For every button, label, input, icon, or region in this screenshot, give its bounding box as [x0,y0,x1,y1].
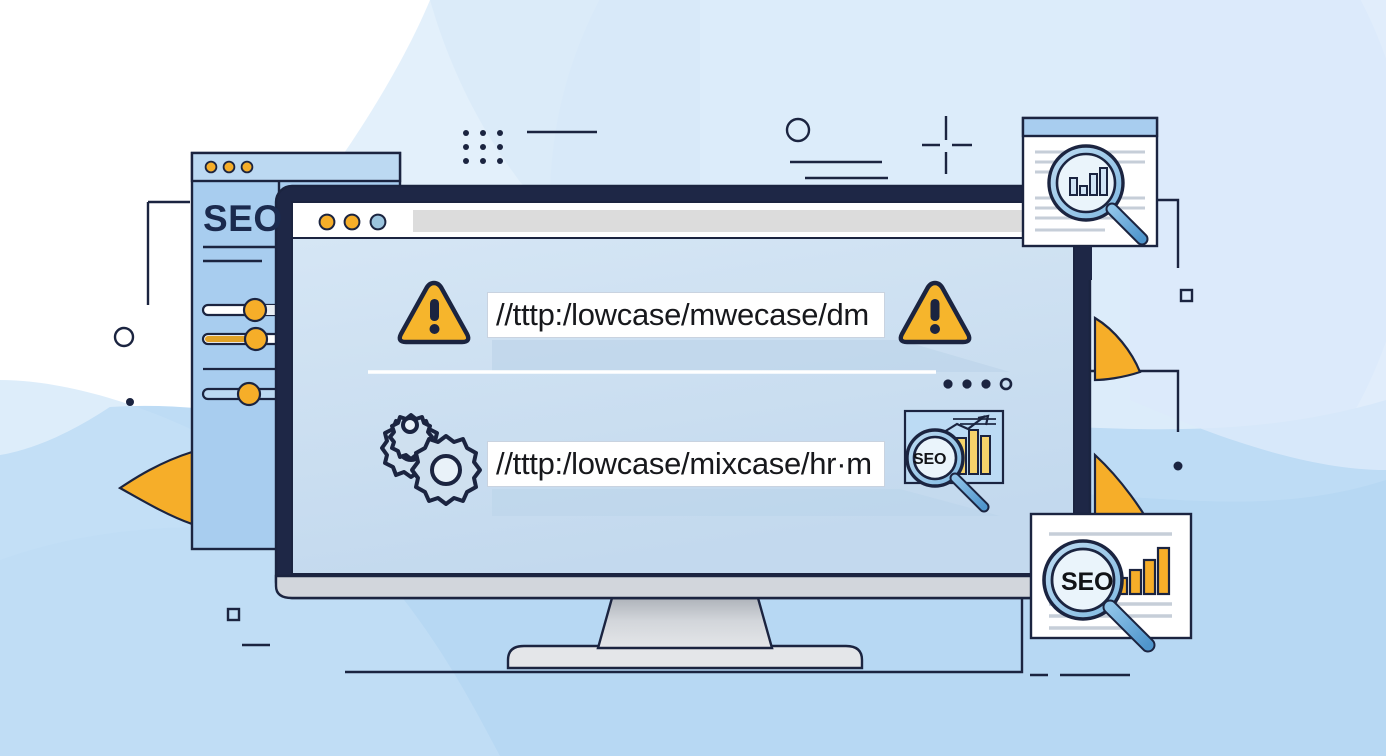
window-dot-1[interactable] [204,160,218,174]
bottom-connector [345,580,1024,674]
orange-petal-left [117,450,194,526]
warning-triangle-icon-right[interactable] [898,280,972,345]
seo-magnifier-chart-icon[interactable] [903,409,1005,513]
monitor-screen [291,201,1075,575]
address-bar[interactable] [413,210,1059,232]
page-dot-4 [999,377,1013,391]
elbow-connector-left [146,200,190,305]
shadow-row-1 [492,340,1010,372]
pagination-dots[interactable] [943,377,1013,391]
seo-card-bottom-right[interactable] [1029,512,1193,653]
monitor [274,184,1092,670]
traffic-dot-yellow-2[interactable] [343,213,361,231]
seo-bar-4 [1156,546,1171,596]
shadow-row-2 [492,489,1000,516]
monitor-base [506,644,864,670]
url-input-1[interactable]: //tttp:/lowcase/mwecase/dm [487,292,885,338]
orange-petal-right-top [1093,316,1142,382]
seo-bar-3 [1142,558,1157,596]
two-rules-decoration [790,160,888,180]
monitor-bottom-lip [274,574,1092,600]
dot-grid-decoration [463,130,503,164]
circle-outline-decoration [785,117,811,143]
seo-badge-label-monitor: SEO [913,451,947,468]
circle-outline-decoration-left [113,326,135,348]
traffic-dot-blue[interactable] [369,213,387,231]
card-stem [1080,246,1092,280]
small-square-outline-right [1179,288,1194,303]
warning-triangle-icon-left[interactable] [397,280,471,345]
monitor-neck [596,596,774,650]
seo-window-title: SEO [203,198,283,239]
page-dot-1 [943,379,953,389]
report-card-top-right[interactable] [1021,116,1159,280]
small-dot-left [126,398,134,406]
page-dot-3 [981,379,991,389]
traffic-dot-yellow-1[interactable] [318,213,336,231]
url-input-2[interactable]: //tttp:/lowcase/mixcase/hr·m [487,441,885,487]
seo-bar-2 [1128,568,1143,596]
url-input-1-text: //tttp:/lowcase/mwecase/dm [496,297,869,332]
page-dot-2 [962,379,972,389]
small-square-outline-left [226,607,241,622]
window-dot-3[interactable] [240,160,254,174]
small-dot-right [1173,461,1183,471]
seo-badge-label-card: SEO [1061,568,1114,596]
window-dot-2[interactable] [222,160,236,174]
crosshair-decoration [922,116,972,174]
url-input-2-text: //tttp:/lowcase/mixcase/hr·m [496,446,872,481]
seo-title-rules [203,245,278,263]
gears-icon[interactable] [380,413,482,506]
